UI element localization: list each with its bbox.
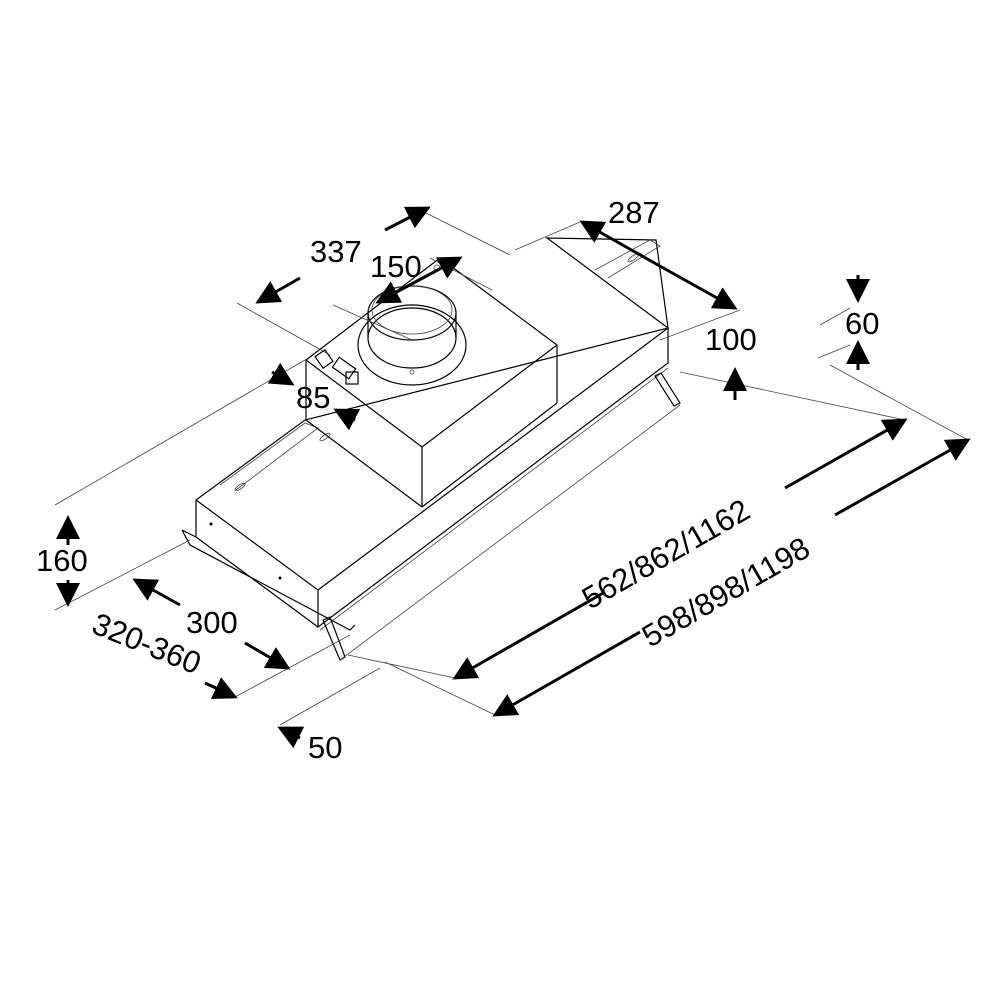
dimension-arrows (56, 206, 971, 749)
dim-150-label: 150 (370, 249, 422, 284)
dim-160-label: 160 (36, 543, 88, 578)
exhaust-spigot (357, 285, 467, 386)
dim-85-label: 85 (296, 380, 330, 415)
hood-body (181, 237, 681, 661)
dim-60-label: 60 (845, 306, 879, 341)
dim-300-label: 300 (186, 605, 238, 640)
dim-287-label: 287 (608, 195, 660, 230)
dim-337-label: 337 (310, 234, 362, 269)
extension-lines (54, 209, 969, 726)
dim-50-label: 50 (308, 730, 342, 765)
power-connector-icon (314, 348, 359, 385)
dim-100-label: 100 (705, 322, 757, 357)
